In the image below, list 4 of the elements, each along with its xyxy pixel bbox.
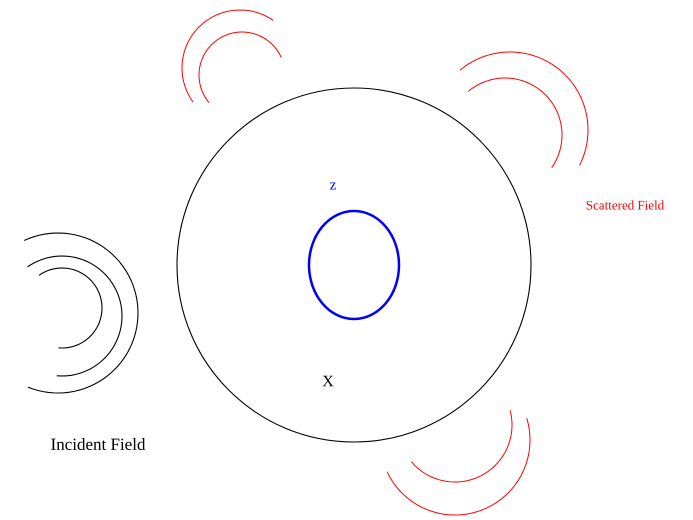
- field-label: Scattered Field: [586, 200, 664, 210]
- field-label: Incident Field: [51, 438, 146, 450]
- node-label: z: [330, 182, 336, 190]
- node-label: X: [322, 376, 334, 386]
